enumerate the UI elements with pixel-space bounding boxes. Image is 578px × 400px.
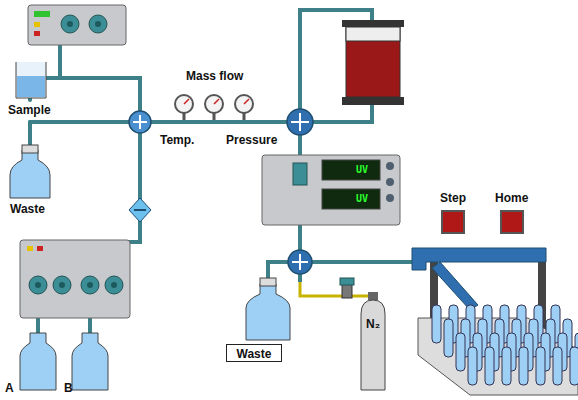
push-button: Home bbox=[494, 192, 529, 236]
bottle-label: B bbox=[64, 382, 73, 394]
label-box: Waste bbox=[226, 344, 282, 362]
test-tube bbox=[468, 347, 477, 385]
pressure-label: Pressure bbox=[226, 134, 277, 146]
button-face bbox=[500, 210, 524, 234]
test-tube bbox=[536, 347, 545, 385]
test-tube bbox=[432, 305, 441, 343]
test-tube bbox=[570, 347, 578, 385]
test-tube bbox=[444, 319, 453, 357]
gas-cylinder: N₂ bbox=[359, 292, 387, 392]
test-tube bbox=[553, 347, 562, 385]
bottle-label: A bbox=[5, 382, 14, 394]
test-tube bbox=[502, 347, 511, 385]
test-tube bbox=[485, 347, 494, 385]
mass-flow-label: Mass flow bbox=[186, 70, 243, 82]
sample-label: Sample bbox=[8, 104, 51, 116]
node-text: Step bbox=[438, 192, 468, 204]
node-text: Home bbox=[494, 192, 529, 204]
test-tube bbox=[456, 333, 465, 371]
gas-name: N₂ bbox=[366, 318, 380, 330]
display-reading: UV bbox=[356, 165, 368, 175]
push-button: Step bbox=[438, 192, 468, 236]
button-face bbox=[441, 210, 465, 234]
cylinder-outline bbox=[359, 292, 387, 392]
waste-label: Waste bbox=[10, 203, 45, 215]
test-tube bbox=[519, 347, 528, 385]
node-text: Waste bbox=[227, 348, 281, 360]
display-reading: UV bbox=[356, 194, 368, 204]
temperature-label: Temp. bbox=[160, 134, 194, 146]
